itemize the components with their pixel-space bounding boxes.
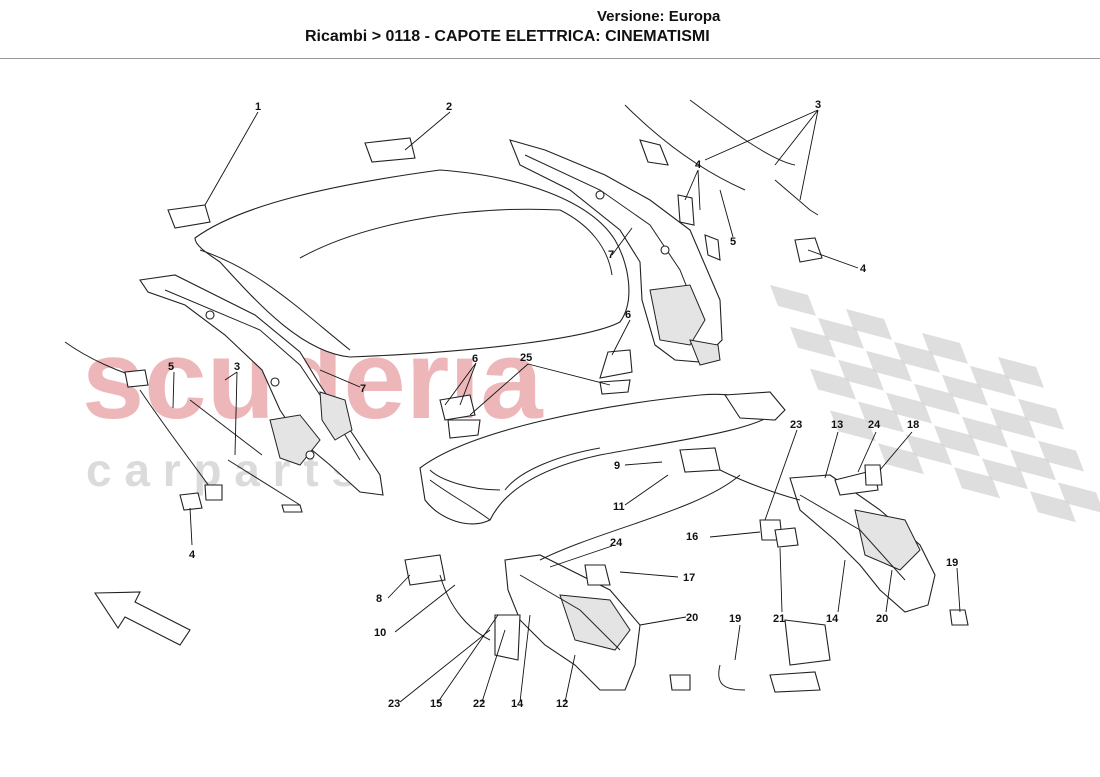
header-divider — [0, 58, 1100, 59]
right-lower-mechanism — [789, 474, 936, 613]
callout-9: 9 — [614, 460, 620, 472]
callout-16: 16 — [686, 531, 698, 543]
lower-latch-assembly — [404, 447, 969, 693]
callout-24: 24 — [610, 537, 623, 549]
callout-17: 17 — [683, 572, 695, 584]
callout-24: 24 — [868, 419, 881, 431]
watermark-check-square — [858, 401, 904, 433]
watermark-check-square — [922, 333, 968, 364]
callout-10: 10 — [374, 627, 386, 639]
watermark-check-square — [818, 317, 864, 349]
callout-19: 19 — [946, 557, 958, 569]
callout-3: 3 — [815, 99, 821, 111]
callout-leader-lines — [172, 109, 961, 703]
callout-3: 3 — [234, 361, 240, 373]
tonneau-cover — [419, 393, 779, 525]
callout-7: 7 — [360, 383, 366, 395]
soft-top-roof — [194, 169, 630, 358]
callout-21: 21 — [773, 613, 785, 625]
callout-12: 12 — [556, 698, 568, 710]
watermark-check-square — [886, 392, 932, 424]
callout-18: 18 — [907, 419, 919, 431]
watermark-check-square — [970, 365, 1016, 397]
callout-5: 5 — [168, 361, 174, 373]
callout-4: 4 — [189, 549, 196, 561]
callout-20: 20 — [686, 612, 698, 624]
watermark-check-square — [962, 416, 1008, 448]
callout-23: 23 — [790, 419, 802, 431]
page-header: Versione: Europa Ricambi > 0118 - CAPOTE… — [0, 0, 1100, 60]
watermark-check-square — [954, 467, 1000, 499]
callout-4: 4 — [860, 263, 867, 275]
callout-14: 14 — [826, 613, 839, 625]
watermark-check-square — [894, 341, 940, 373]
watermark-check-square — [906, 434, 952, 466]
callout-6: 6 — [472, 353, 478, 365]
callout-6: 6 — [625, 309, 631, 321]
callout-2: 2 — [446, 101, 452, 113]
watermark-check-square — [838, 359, 884, 391]
callout-23: 23 — [388, 698, 400, 710]
watermark-check-square — [846, 309, 892, 340]
watermark-check-square — [998, 357, 1044, 388]
callout-20: 20 — [876, 613, 888, 625]
watermark-check-square — [942, 374, 988, 406]
callout-labels: 1 2 3 3 4 4 4 5 5 6 6 7 7 8 9 10 11 12 1… — [168, 99, 958, 710]
watermark-check-square — [810, 368, 856, 400]
direction-arrow — [93, 591, 191, 646]
watermark-check-square — [1030, 491, 1076, 523]
callout-22: 22 — [473, 698, 485, 710]
watermark-check-square — [1010, 449, 1056, 481]
watermark-check-square — [830, 410, 876, 442]
callout-7: 7 — [608, 249, 614, 261]
callout-15: 15 — [430, 698, 442, 710]
watermark-check-square — [790, 326, 836, 358]
watermark-check-square — [990, 407, 1036, 439]
callout-13: 13 — [831, 419, 843, 431]
watermark-checker-flag — [770, 285, 1100, 523]
version-label: Versione: Europa — [597, 8, 721, 25]
right-roof-linkage-frame — [509, 139, 723, 366]
callout-14: 14 — [511, 698, 524, 710]
watermark-check-square — [866, 350, 912, 382]
watermark-check-square — [770, 285, 816, 316]
callout-1: 1 — [255, 101, 261, 113]
watermark-check-square — [878, 443, 924, 475]
callout-11: 11 — [613, 501, 625, 513]
exploded-parts-diagram: scuderia c a r p a r t s — [64, 99, 1100, 710]
callout-4: 4 — [695, 159, 702, 171]
watermark-check-square — [982, 458, 1028, 490]
watermark-check-square — [1058, 482, 1100, 513]
watermark-check-square — [914, 383, 960, 415]
left-lower-mechanism — [504, 554, 641, 691]
watermark-check-square — [1018, 398, 1064, 430]
callout-19: 19 — [729, 613, 741, 625]
breadcrumb: Ricambi > 0118 - CAPOTE ELETTRICA: CINEM… — [305, 28, 710, 45]
callout-5: 5 — [730, 236, 736, 248]
small-hardware-parts — [64, 99, 823, 513]
left-roof-linkage-frame — [139, 274, 384, 496]
watermark-check-square — [1038, 440, 1084, 472]
rear-right-bracket — [724, 391, 786, 421]
watermark-check-square — [934, 425, 980, 457]
callout-8: 8 — [376, 593, 382, 605]
callout-25: 25 — [520, 352, 532, 364]
